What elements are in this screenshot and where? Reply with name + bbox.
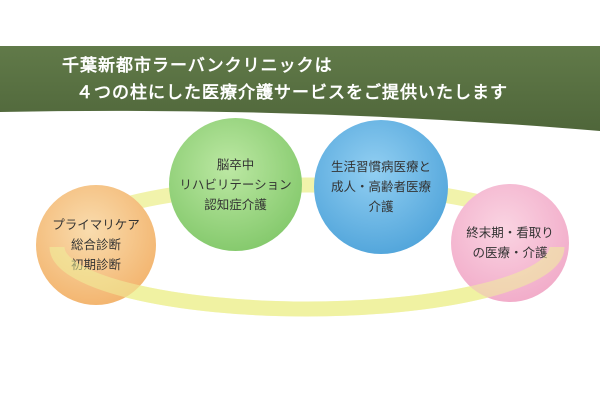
pillar-text: 成人・高齢者医療 [330, 179, 431, 194]
banner-background [0, 46, 600, 131]
pillar-text: プライマリケア [52, 217, 140, 232]
pillar-text: 初期診断 [70, 257, 121, 272]
pillar-text: の医療・介護 [472, 245, 548, 260]
pillar-text: 終末期・看取り [466, 225, 554, 240]
pillar-text: 生活習慣病医療と [330, 159, 431, 174]
pillar-text: 脳卒中 [216, 156, 255, 172]
pillar-text: リハビリテーション [179, 176, 292, 192]
pillar-circle-primary-care: プライマリケア 総合診断 初期診断 [36, 185, 156, 305]
pillar-circle-lifestyle-adult-elderly: 生活習慣病医療と 成人・高齢者医療 介護 [314, 120, 448, 254]
pillar-text: 認知症介護 [204, 196, 267, 212]
pillar-circle-stroke-rehab-dementia: 脳卒中 リハビリテーション 認知症介護 [169, 118, 302, 251]
pillar-text: 介護 [368, 199, 394, 214]
pillar-text: 総合診断 [70, 237, 121, 252]
banner-heading-line2: ４つの柱にした医療介護サービスをご提供いたします [76, 83, 508, 104]
banner-heading: 千葉新都市ラーバンクリニックは ４つの柱にした医療介護サービスをご提供いたします [62, 53, 508, 107]
pillar-circle-end-of-life: 終末期・看取り の医療・介護 [451, 184, 569, 302]
banner-heading-line1: 千葉新都市ラーバンクリニックは [62, 56, 333, 76]
